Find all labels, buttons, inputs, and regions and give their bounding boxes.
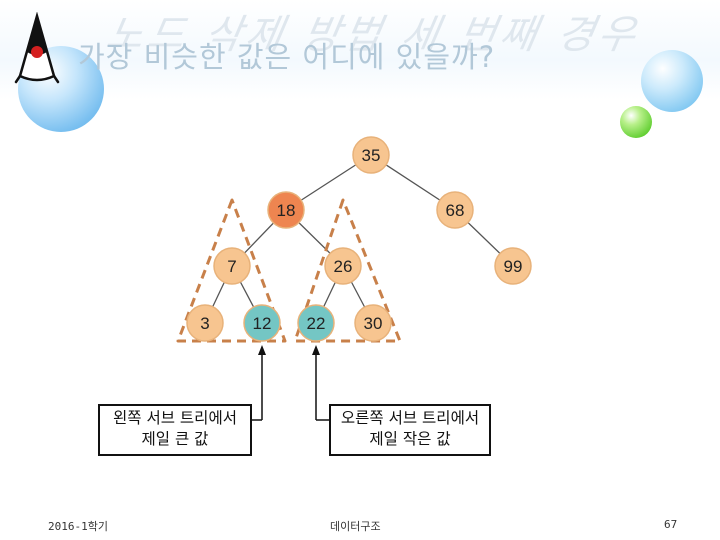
footer-page-number: 67 [664,518,678,531]
tree-node-label: 22 [307,314,326,333]
tree-node-circle [436,191,474,229]
tree-node-circle [213,247,251,285]
java-duke-logo-icon [14,12,60,84]
tree-node-99: 99 [494,247,532,285]
tree-nodes: 35 18 68 7 26 99 3 12 22 30 [186,136,532,342]
tree-node-label: 99 [504,257,523,276]
tree-node-18: 18 [267,191,305,229]
tree-node-circle [354,304,392,342]
right-arrow-head [312,345,320,355]
right-annotation-line2: 제일 작은 값 [369,430,451,448]
tree-node-3: 3 [186,304,224,342]
tree-node-22: 22 [297,304,335,342]
tree-node-68: 68 [436,191,474,229]
tree-node-35: 35 [352,136,390,174]
left-subtree-annotation: 왼쪽 서브 트리에서 제일 큰 값 [98,404,252,456]
title-band [0,0,720,100]
tree-node-circle [297,304,335,342]
right-subtree-outline [293,198,402,343]
tree-node-circle [243,304,281,342]
tree-node-label: 18 [277,201,296,220]
tree-node-circle [494,247,532,285]
tree-node-label: 12 [253,314,272,333]
tree-node-circle [324,247,362,285]
tree-node-label: 35 [362,146,381,165]
tree-node-circle [267,191,305,229]
right-subtree-annotation: 오른쪽 서브 트리에서 제일 작은 값 [329,404,491,456]
tree-node-label: 26 [334,257,353,276]
tree-node-label: 7 [227,257,236,276]
tree-node-label: 68 [446,201,465,220]
right-annotation-line1: 오른쪽 서브 트리에서 [340,409,480,427]
tree-node-30: 30 [354,304,392,342]
left-annotation-line2: 제일 큰 값 [141,430,209,448]
tree-node-12: 12 [243,304,281,342]
left-arrow-head [258,345,266,355]
page-title: 가장 비슷한 값은 어디에 있을까? [78,40,496,74]
footer-semester: 2016-1학기 [48,520,108,533]
decorative-green-orb [620,106,652,138]
tree-node-7: 7 [213,247,251,285]
footer-course: 데이터구조 [330,520,381,533]
subtree-outlines [176,198,402,343]
left-subtree-outline [176,198,287,343]
tree-node-label: 30 [364,314,383,333]
tree-node-label: 3 [200,314,209,333]
tree-node-circle [186,304,224,342]
annotation-arrows [248,345,331,421]
decorative-blue-orb-right [641,50,703,112]
tree-node-26: 26 [324,247,362,285]
left-annotation-line1: 왼쪽 서브 트리에서 [113,409,237,427]
tree-node-circle [352,136,390,174]
